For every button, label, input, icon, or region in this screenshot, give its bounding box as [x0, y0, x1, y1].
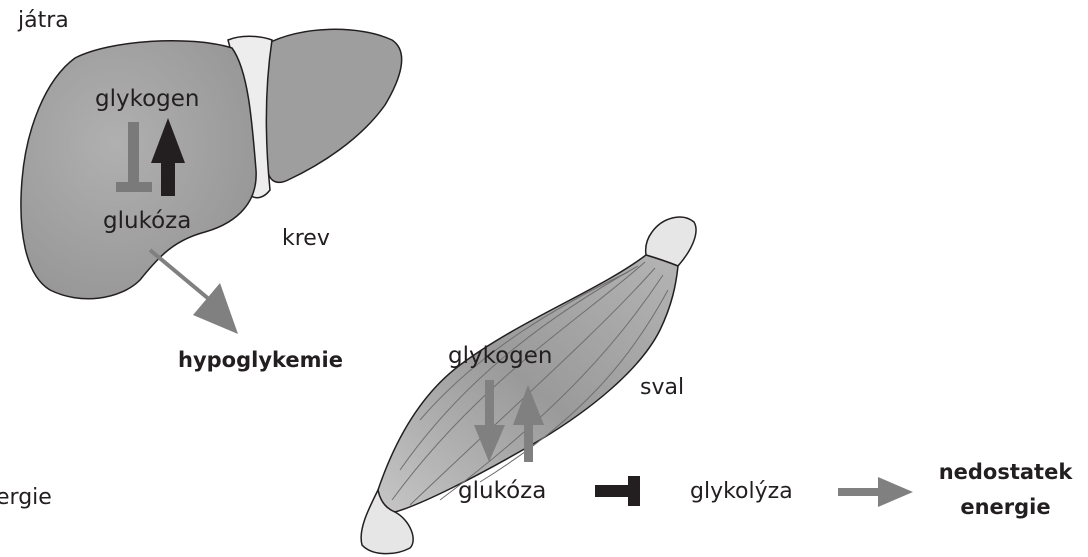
- partial-energy-label: ergie: [0, 487, 52, 509]
- energy-deficit-label-line2: energie: [928, 497, 1083, 518]
- glycolysis-label: glykolýza: [690, 481, 793, 503]
- muscle-glucose-label: glukóza: [458, 480, 546, 503]
- hypoglycemia-arrow: [150, 250, 238, 334]
- glycolysis-inhibition-symbol: [595, 476, 640, 506]
- blood-label: krev: [282, 228, 330, 250]
- hypoglycemia-label: hypoglykemie: [178, 350, 343, 371]
- energy-deficit-label-line1: nedostatek: [928, 462, 1083, 483]
- energy-deficit-arrow: [838, 477, 913, 507]
- liver-label: játra: [18, 10, 69, 32]
- muscle-label: sval: [640, 377, 684, 399]
- liver-glycogen-label: glykogen: [95, 88, 200, 111]
- liver-glucose-label: glukóza: [103, 210, 191, 233]
- liver-left-lobe: [261, 29, 401, 182]
- muscle-glycogen-label: glykogen: [448, 345, 553, 368]
- muscle-belly: [376, 255, 678, 512]
- liver: [21, 29, 402, 298]
